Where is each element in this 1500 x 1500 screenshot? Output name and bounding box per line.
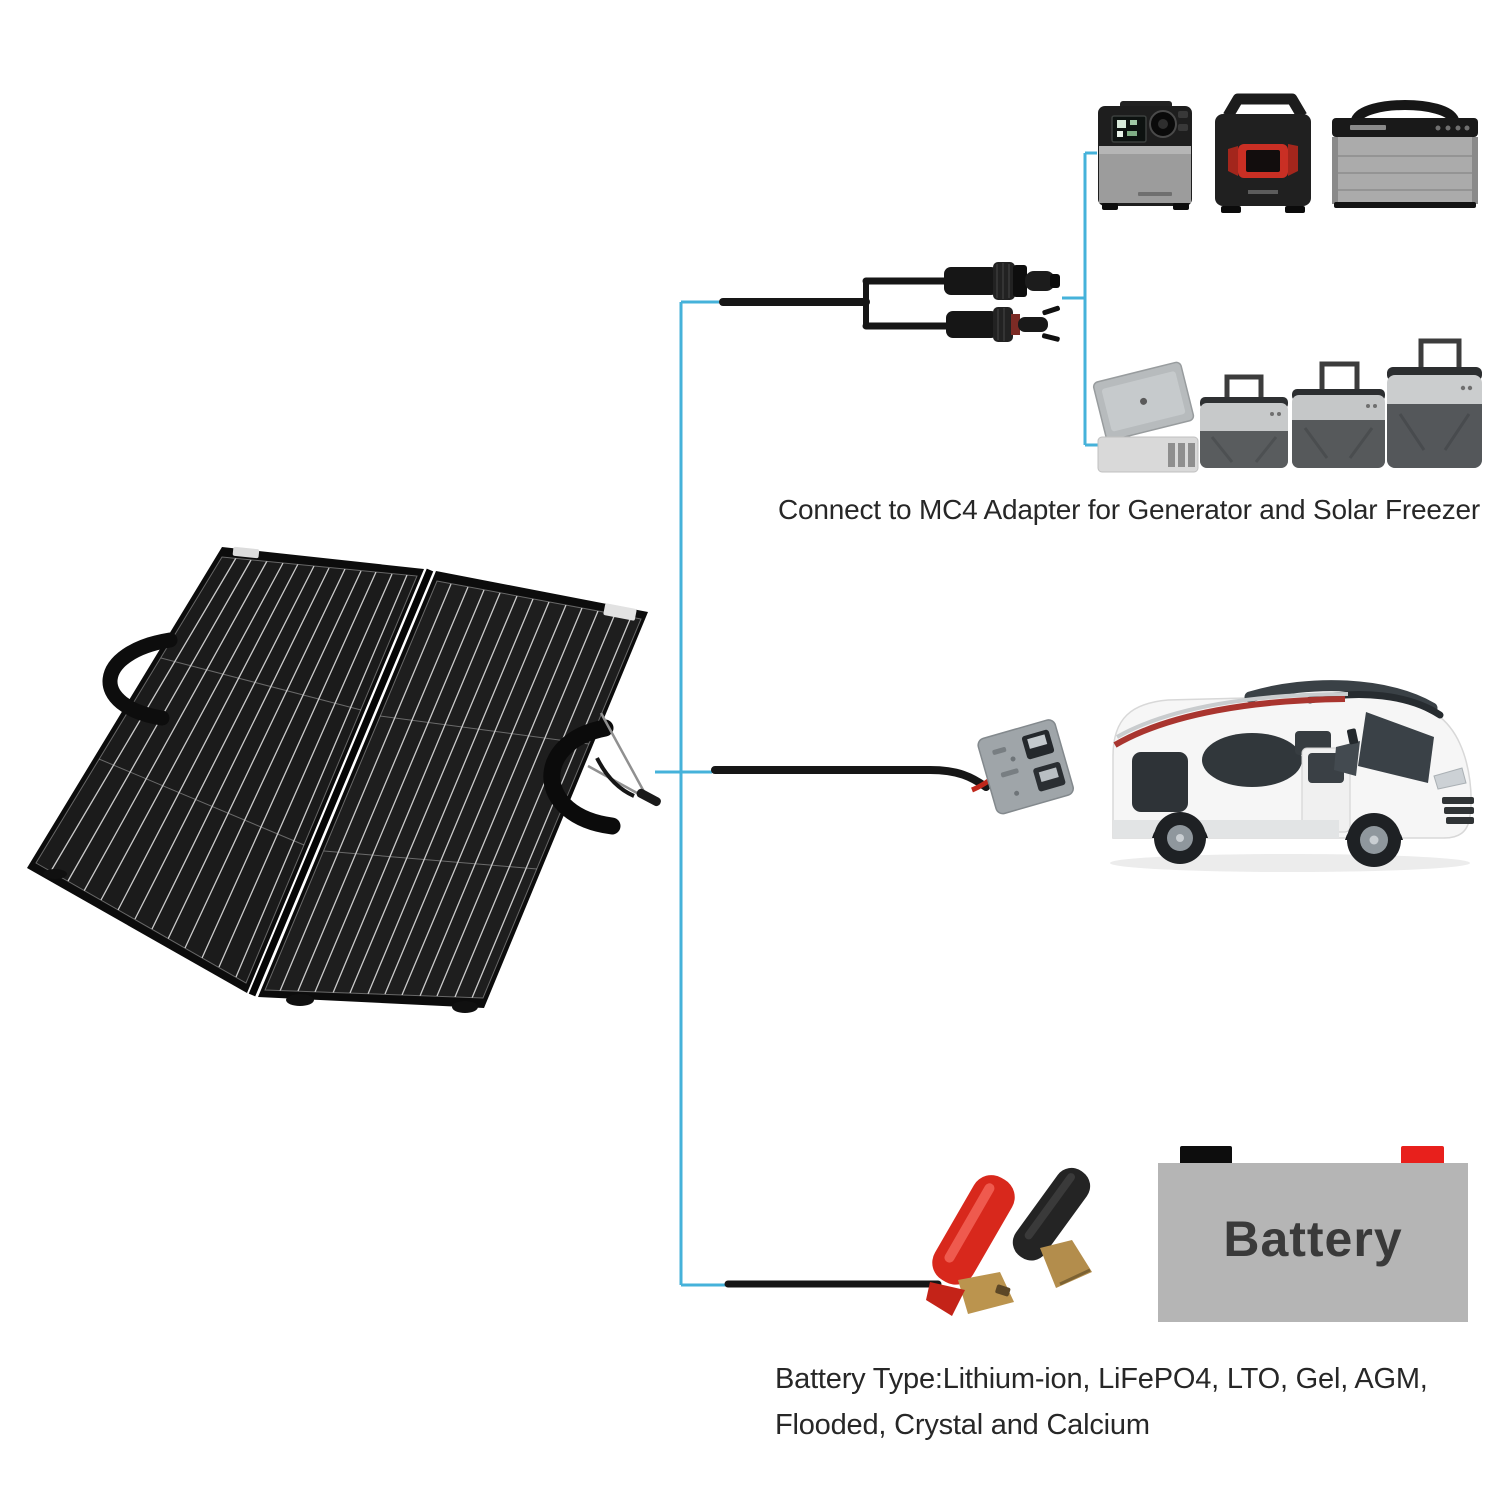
mc4-connector-female-icon [946, 305, 1060, 342]
power-station-handle [1351, 100, 1459, 123]
rv-windshield [1358, 712, 1434, 783]
caption-battery-types: Battery Type:Lithium-ion, LiFePO4, LTO, … [775, 1356, 1428, 1448]
freezer-handle [1319, 361, 1360, 397]
rv-headlight [1433, 767, 1467, 790]
freezer-handle [1418, 338, 1462, 377]
connection-bracket-lines [655, 151, 1098, 1287]
battery-terminal-positive [1401, 1146, 1444, 1165]
power-station-display [1111, 115, 1147, 143]
solar-freezer-medium-image [1292, 361, 1385, 468]
power-station-rugged-image [1215, 93, 1311, 213]
panel-label-chip-right [603, 603, 637, 621]
rv-rear-window [1132, 752, 1188, 812]
battery-image [1158, 1146, 1468, 1322]
power-station-compact-image [1098, 101, 1192, 210]
rv-stripe [1113, 696, 1346, 748]
anderson-connector-icon [977, 719, 1074, 815]
mc4-connector-male-icon [944, 262, 1060, 300]
panel-handle-right [543, 719, 621, 835]
solar-freezer-small-image [1200, 374, 1288, 468]
panel-foot [452, 1001, 478, 1013]
battery-terminal-negative [1180, 1146, 1232, 1165]
solar-freezer-large-image [1387, 338, 1482, 468]
panel-hinge [248, 568, 434, 997]
panel-foot [286, 994, 314, 1006]
rv-side-window [1202, 733, 1302, 787]
solar-freezer-open-lid-image [1092, 361, 1199, 473]
panel-left-cells [35, 556, 418, 984]
battery-label: Battery [1223, 1211, 1403, 1267]
power-station-silver-image [1332, 100, 1478, 208]
rv-mirror [1347, 728, 1359, 745]
panel-output-cable [595, 757, 635, 798]
panel-kickstand-foot [636, 788, 661, 807]
freezer-handle [1224, 374, 1264, 405]
caption-battery-types-line1: Battery Type:Lithium-ion, LiFePO4, LTO, … [775, 1363, 1428, 1395]
panel-foot [43, 869, 67, 879]
panel-label-chip-left [232, 546, 260, 559]
anderson-cable [711, 766, 990, 791]
panel-handle-left [102, 632, 178, 726]
battery-body [1158, 1163, 1468, 1322]
clip-red-jaw [958, 1272, 1014, 1314]
panel-right-gridlines [279, 583, 632, 998]
rv-motorhome-image [1110, 680, 1474, 872]
alligator-clips-image [926, 1167, 1092, 1316]
power-station-handle [1223, 93, 1307, 119]
caption-battery-types-line2: Flooded, Crystal and Calcium [775, 1409, 1150, 1441]
black-cables [711, 277, 990, 1288]
caption-mc4-adapter: Connect to MC4 Adapter for Generator and… [778, 494, 1481, 525]
clip-red-handle [932, 1175, 1015, 1285]
portable-solar-panel-image [27, 546, 661, 1013]
